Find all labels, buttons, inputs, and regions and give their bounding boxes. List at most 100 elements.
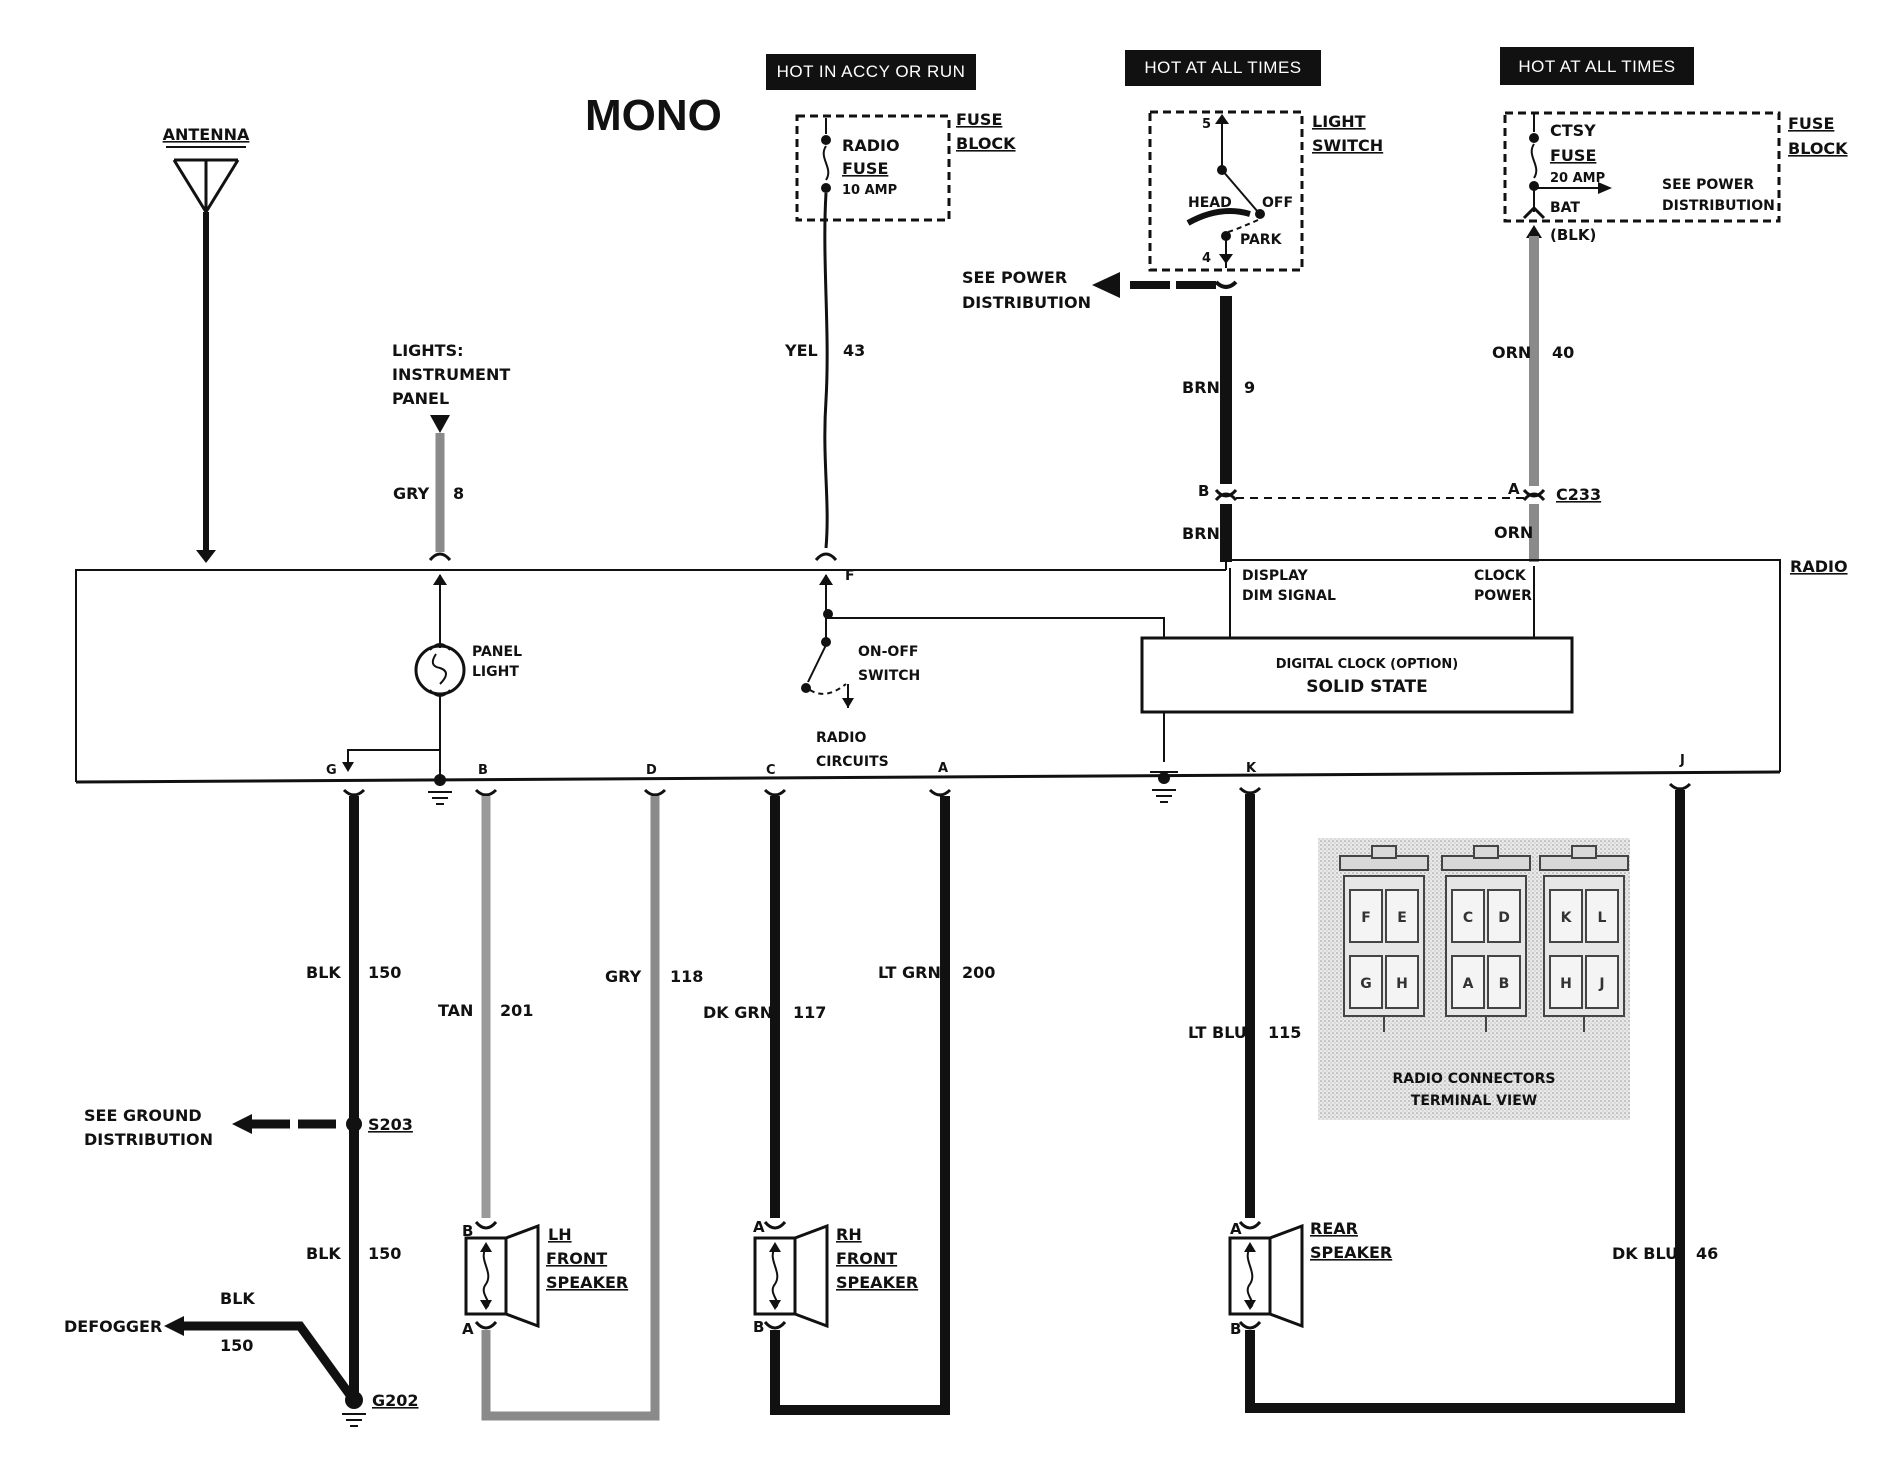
svg-text:HOT AT ALL TIMES: HOT AT ALL TIMES [1144, 58, 1301, 77]
diagram-title: MONO [585, 91, 722, 140]
svg-text:150: 150 [220, 1336, 253, 1355]
svg-text:43: 43 [843, 341, 865, 360]
svg-text:DIGITAL CLOCK (OPTION): DIGITAL CLOCK (OPTION) [1276, 657, 1459, 672]
svg-text:C: C [766, 763, 776, 778]
svg-text:BLOCK: BLOCK [956, 134, 1016, 153]
ctsy-fuse-block: CTSY FUSE 20 AMP BAT (BLK) SEE POWER DIS… [1503, 111, 1848, 244]
svg-text:LT GRN: LT GRN [878, 963, 941, 982]
svg-text:LH: LH [548, 1225, 572, 1244]
rear-speaker: A B REAR SPEAKER [1228, 1219, 1392, 1338]
svg-text:H: H [1560, 976, 1572, 992]
antenna: ANTENNA [163, 125, 250, 563]
svg-text:GRY: GRY [393, 484, 430, 503]
svg-text:B: B [1499, 976, 1510, 992]
svg-text:LIGHT: LIGHT [1312, 112, 1366, 131]
svg-text:DEFOGGER: DEFOGGER [64, 1317, 162, 1336]
radio-unit: RADIO DISPLAY DIM SIGNAL CLOCK POWER DIG… [75, 557, 1848, 803]
svg-text:ORN: ORN [1492, 343, 1531, 362]
svg-text:5: 5 [1202, 117, 1211, 132]
svg-text:46: 46 [1696, 1244, 1718, 1263]
svg-text:SEE GROUND: SEE GROUND [84, 1106, 202, 1125]
wire-yel-43: YEL 43 [784, 192, 865, 562]
svg-text:201: 201 [500, 1001, 533, 1020]
svg-text:A: A [1230, 1220, 1242, 1238]
svg-text:10 AMP: 10 AMP [842, 183, 897, 198]
header-hot-all-times-1: HOT AT ALL TIMES [1125, 50, 1321, 86]
svg-text:LT BLU: LT BLU [1188, 1023, 1247, 1042]
lights-instrument-panel: LIGHTS: INSTRUMENT PANEL GRY 8 [392, 341, 510, 562]
svg-text:K: K [1246, 761, 1257, 776]
svg-text:YEL: YEL [784, 341, 818, 360]
svg-text:H: H [1396, 976, 1408, 992]
svg-text:DISTRIBUTION: DISTRIBUTION [1662, 198, 1775, 214]
svg-text:RADIO: RADIO [842, 136, 900, 155]
splice-s203: S203 SEE GROUND DISTRIBUTION [84, 1106, 413, 1149]
svg-text:HOT IN ACCY OR RUN: HOT IN ACCY OR RUN [777, 62, 966, 81]
svg-text:POWER: POWER [1474, 588, 1532, 604]
svg-text:150: 150 [368, 1244, 401, 1263]
svg-text:D: D [646, 763, 657, 778]
svg-text:LIGHTS:: LIGHTS: [392, 341, 464, 360]
svg-text:FUSE: FUSE [1788, 114, 1834, 133]
svg-text:SOLID STATE: SOLID STATE [1306, 677, 1427, 697]
svg-text:118: 118 [670, 967, 703, 986]
svg-text:8: 8 [453, 484, 464, 503]
svg-text:PARK: PARK [1240, 232, 1283, 248]
svg-text:117: 117 [793, 1003, 826, 1022]
radio-fuse-block: RADIO FUSE 10 AMP FUSE BLOCK [795, 110, 1016, 222]
svg-text:(BLK): (BLK) [1550, 226, 1596, 244]
svg-text:HEAD: HEAD [1188, 195, 1232, 211]
svg-text:RADIO CONNECTORS: RADIO CONNECTORS [1393, 1071, 1556, 1087]
svg-text:BAT: BAT [1550, 200, 1580, 216]
svg-text:HOT AT ALL TIMES: HOT AT ALL TIMES [1518, 57, 1675, 76]
svg-text:INSTRUMENT: INSTRUMENT [392, 365, 510, 384]
wire-dkgrn-117-ltgrn-200: DK GRN 117 LT GRN 200 [703, 796, 995, 1415]
svg-text:SWITCH: SWITCH [858, 668, 920, 684]
wire-orn-40: ORN 40 A C233 ORN [1236, 225, 1601, 562]
wire-tan-201-gry-118: TAN 201 GRY 118 [438, 796, 703, 1421]
radio-bottom-connectors [342, 782, 1692, 797]
svg-text:20 AMP: 20 AMP [1550, 171, 1605, 186]
svg-text:CLOCK: CLOCK [1474, 568, 1527, 584]
svg-text:F: F [845, 568, 855, 584]
svg-text:BRN: BRN [1182, 524, 1220, 543]
svg-text:G202: G202 [372, 1391, 419, 1410]
svg-text:BRN: BRN [1182, 378, 1220, 397]
svg-text:ANTENNA: ANTENNA [163, 125, 250, 144]
svg-text:GRY: GRY [605, 967, 642, 986]
svg-text:9: 9 [1244, 378, 1255, 397]
svg-text:J: J [1598, 976, 1604, 992]
svg-text:A: A [938, 761, 948, 776]
svg-text:SPEAKER: SPEAKER [836, 1273, 918, 1292]
svg-text:TAN: TAN [438, 1001, 473, 1020]
radio-connectors-terminal-view: F E C D K L G H A B H J RADIO CONNECTORS… [1318, 838, 1630, 1120]
svg-text:BLK: BLK [306, 1244, 341, 1263]
svg-text:SEE POWER: SEE POWER [962, 268, 1067, 287]
svg-text:SEE POWER: SEE POWER [1662, 177, 1754, 193]
svg-text:G: G [1360, 976, 1372, 992]
radio-pin-labels: G B D C A K J [326, 753, 1685, 778]
svg-text:ORN: ORN [1494, 523, 1533, 542]
svg-text:REAR: REAR [1310, 1219, 1358, 1238]
defogger: DEFOGGER BLK 150 [64, 1289, 354, 1398]
wire-brn-9: BRN 9 B BRN [1182, 296, 1255, 562]
svg-text:DIM SIGNAL: DIM SIGNAL [1242, 588, 1336, 604]
see-power-distribution-left: SEE POWER DISTRIBUTION [962, 268, 1238, 312]
svg-text:D: D [1498, 910, 1510, 926]
svg-text:A: A [1508, 480, 1520, 498]
svg-text:115: 115 [1268, 1023, 1301, 1042]
header-hot-all-times-2: HOT AT ALL TIMES [1500, 47, 1694, 85]
panel-light: PANEL LIGHT [342, 574, 522, 805]
svg-text:C: C [1463, 910, 1473, 926]
svg-text:SPEAKER: SPEAKER [546, 1273, 628, 1292]
svg-text:C233: C233 [1556, 485, 1601, 504]
svg-text:B: B [1230, 1320, 1241, 1338]
svg-text:L: L [1598, 910, 1607, 926]
ground-g202: G202 [342, 1391, 419, 1427]
svg-text:B: B [462, 1222, 473, 1240]
svg-text:SPEAKER: SPEAKER [1310, 1243, 1392, 1262]
svg-text:PANEL: PANEL [392, 389, 449, 408]
svg-text:B: B [753, 1318, 764, 1336]
svg-text:BLK: BLK [306, 963, 341, 982]
